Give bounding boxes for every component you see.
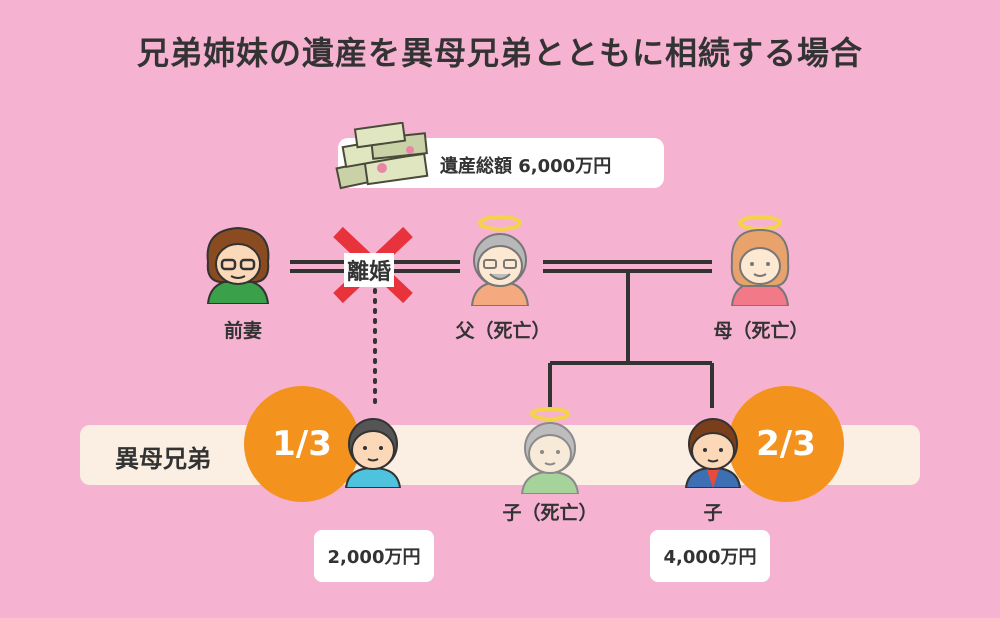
ex-wife-label: 前妻 [223,320,262,342]
mother-avatar [730,215,790,306]
mother-label: 母（死亡） [713,320,809,342]
money-stack-icon [335,122,429,190]
full-sibling-amount-box: 4,000万円 [650,530,770,582]
estate-total-label: 遺産総額 6,000万円 [440,156,612,177]
half-sibling-share-circle: 1/3 [244,386,360,502]
child-label: 子 [703,502,723,524]
child-avatar [684,418,742,488]
deceased-child-avatar [520,407,580,494]
page-title: 兄弟姉妹の遺産を異母兄弟とともに相続する場合 [136,34,863,72]
band-label: 異母兄弟 [115,445,211,473]
divorce-label: 離婚 [344,253,395,287]
deceased-child-label: 子（死亡） [502,502,598,524]
half-sibling-avatar [344,418,402,488]
father-label: 父（死亡） [455,320,551,342]
ex-wife-avatar [206,226,270,304]
half-sibling-amount-box: 2,000万円 [314,530,434,582]
father-avatar [470,215,530,306]
full-sibling-share-circle: 2/3 [728,386,844,502]
